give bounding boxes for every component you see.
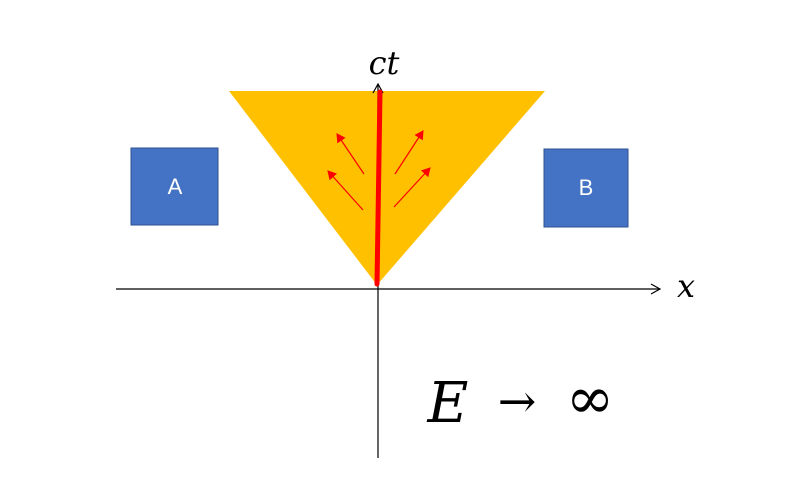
box-b-label: B bbox=[579, 175, 594, 200]
box-b: B bbox=[543, 148, 629, 228]
radiation-arrow bbox=[394, 130, 424, 175]
box-a: A bbox=[130, 147, 219, 226]
equation-arrow: → bbox=[498, 374, 537, 428]
equation-lhs: E bbox=[427, 371, 469, 436]
equation-rhs: ∞ bbox=[566, 364, 614, 432]
box-b-rect bbox=[543, 148, 629, 228]
worldline bbox=[374, 89, 383, 287]
radiation-arrow bbox=[393, 167, 431, 208]
light-cone bbox=[229, 91, 545, 285]
radiation-arrow bbox=[327, 170, 364, 211]
ct-axis-label: ct bbox=[369, 44, 400, 82]
x-axis-label: x bbox=[677, 267, 695, 305]
radiation-arrow bbox=[336, 133, 365, 175]
box-a-label: A bbox=[168, 174, 183, 199]
box-a-rect bbox=[130, 147, 219, 226]
